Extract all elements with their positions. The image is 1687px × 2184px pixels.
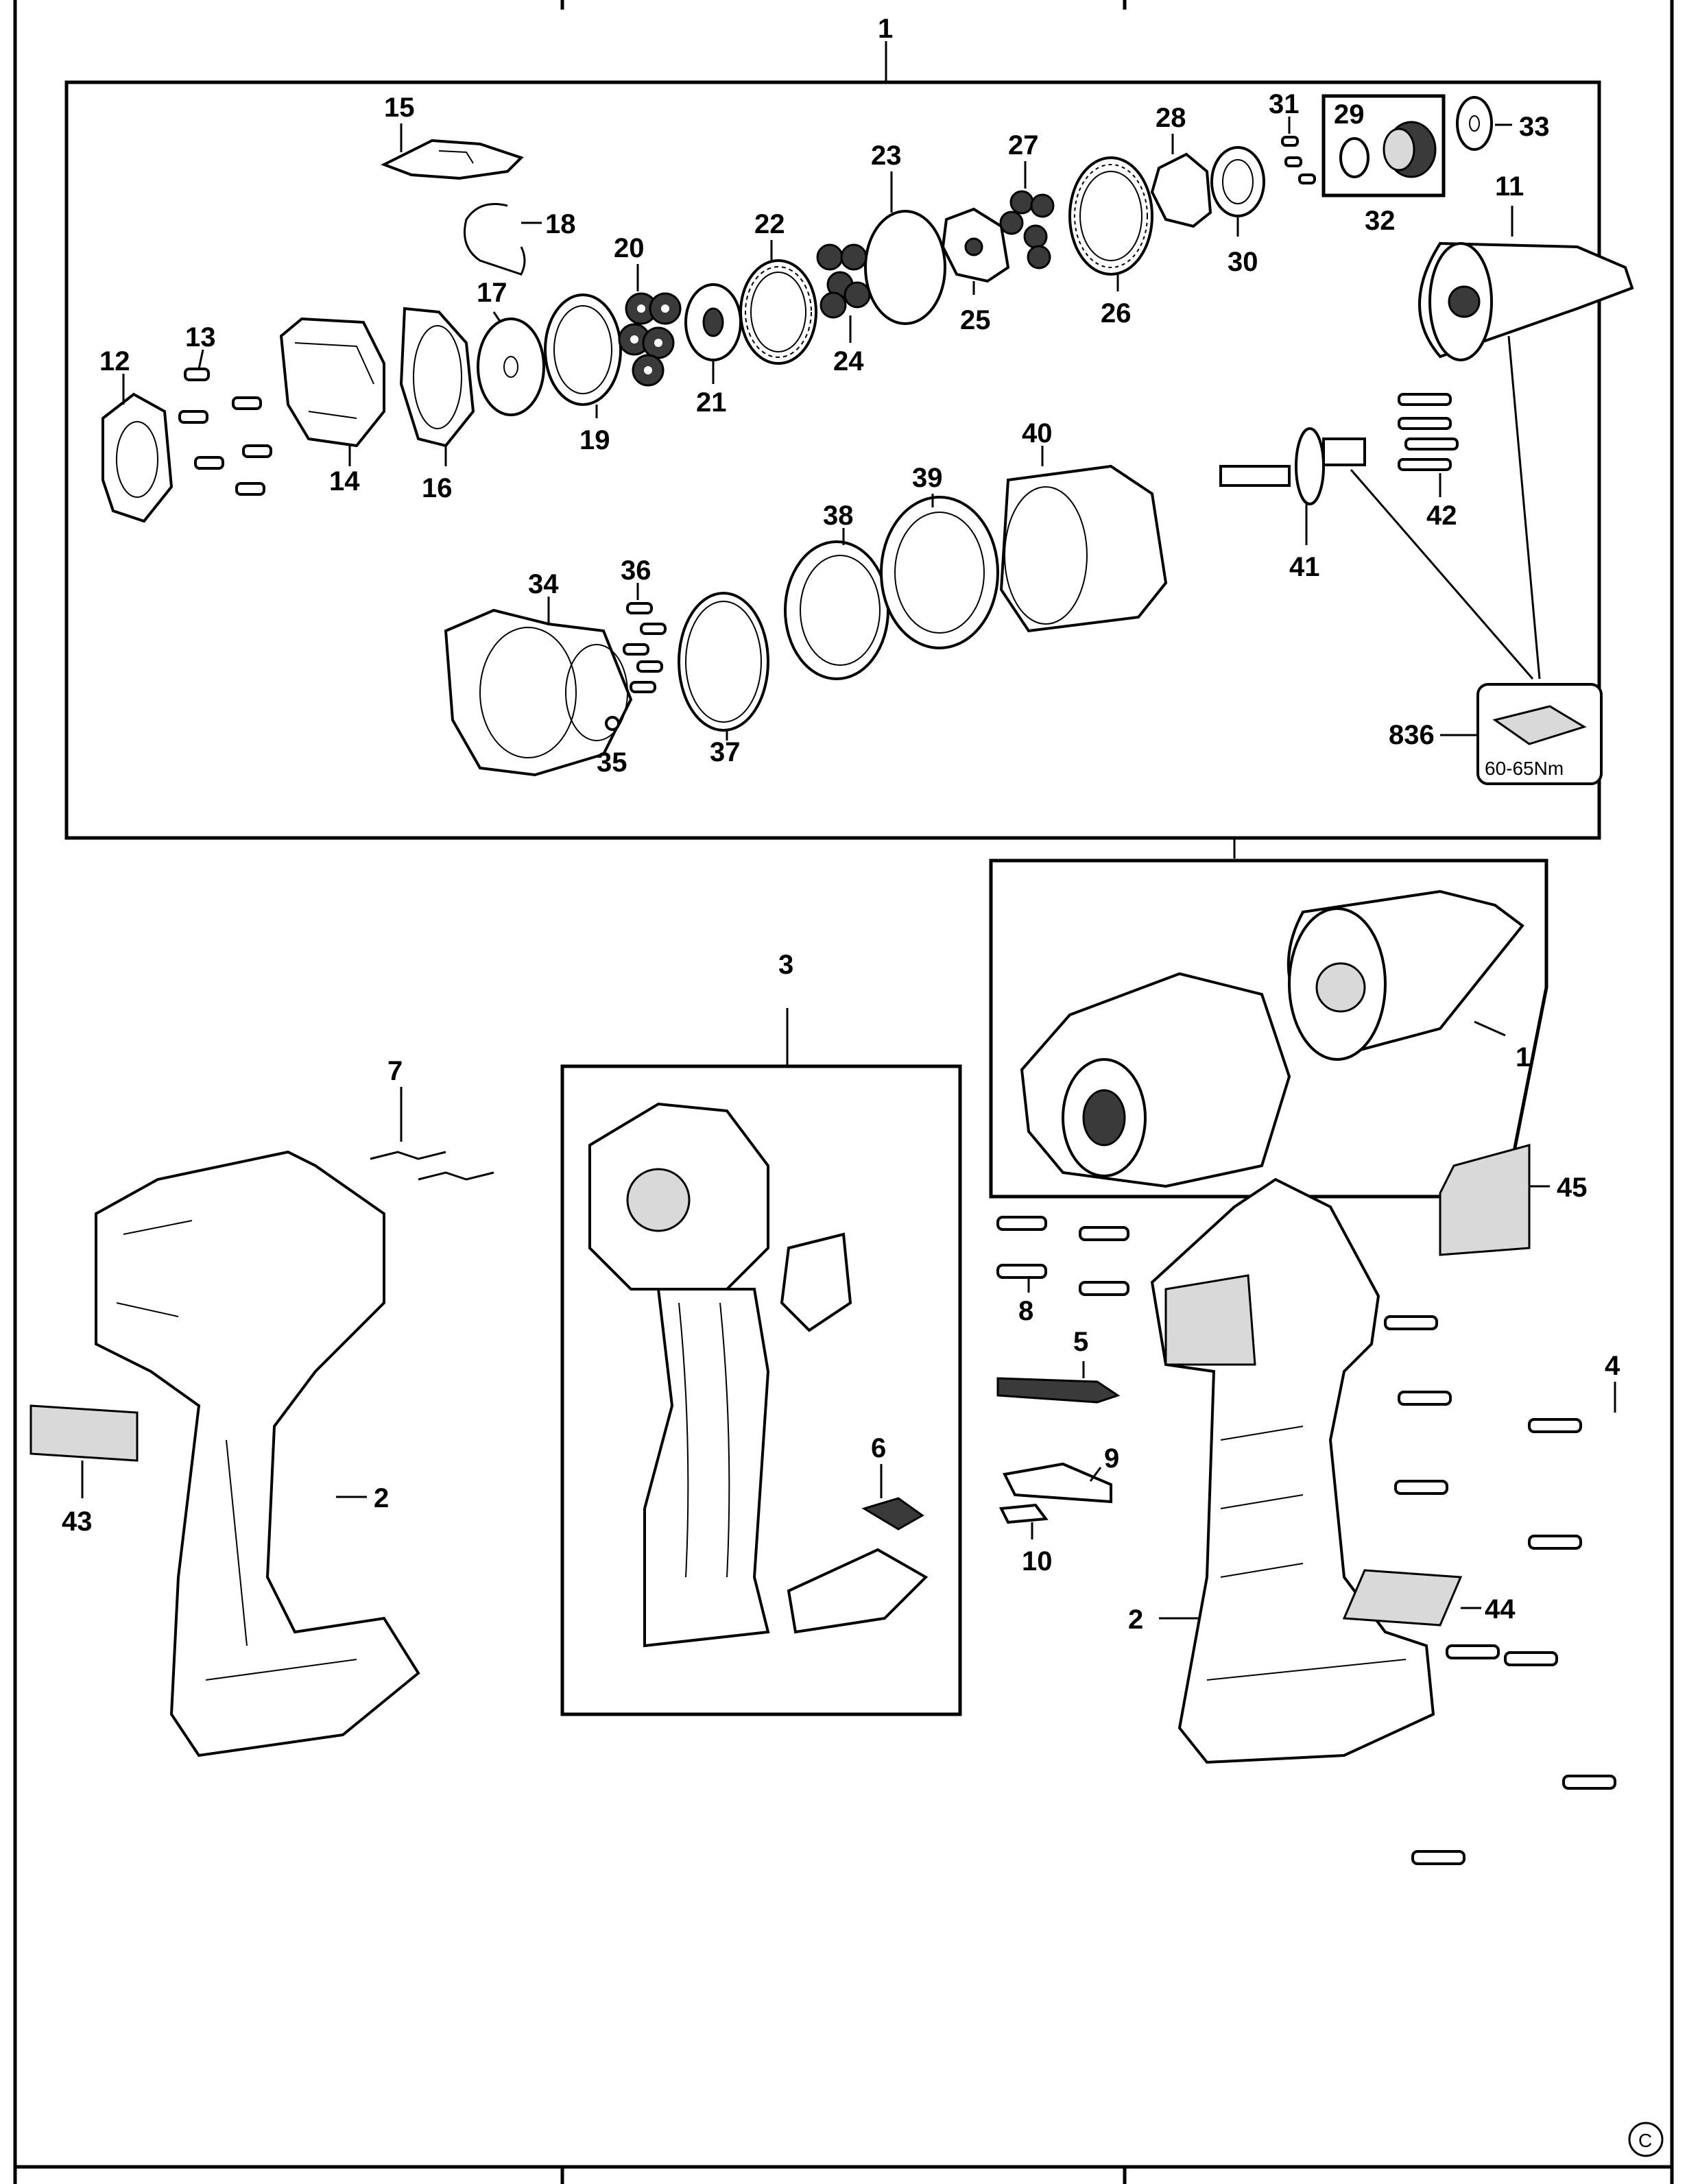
callout-1-assembled: 1 bbox=[1516, 1042, 1531, 1072]
part-17-washer bbox=[477, 311, 545, 416]
assembled-gearbox-box bbox=[989, 859, 1548, 1199]
gearbox-assembly-panel bbox=[64, 41, 1601, 859]
part-21-planet-carrier bbox=[684, 283, 742, 384]
housing-left-half bbox=[95, 1150, 420, 1757]
callout-33: 33 bbox=[1519, 112, 1550, 142]
part-18-spring-clip bbox=[464, 203, 542, 276]
part-43-label bbox=[29, 1404, 139, 1498]
part-28-output-carrier bbox=[1150, 134, 1212, 228]
callout-23: 23 bbox=[871, 141, 902, 171]
callout-27: 27 bbox=[1008, 130, 1039, 160]
part-9-10-switch-parts bbox=[998, 1462, 1112, 1539]
callout-1: 1 bbox=[878, 14, 893, 44]
part-15-clip bbox=[381, 123, 524, 180]
part-4-screws bbox=[1384, 1315, 1616, 1865]
part-13-screws bbox=[178, 349, 272, 496]
callout-43: 43 bbox=[62, 1507, 93, 1537]
part-41-spindle bbox=[1219, 427, 1366, 545]
callout-40: 40 bbox=[1022, 418, 1053, 448]
part-5-switch bbox=[996, 1361, 1121, 1404]
callout-39: 39 bbox=[912, 463, 943, 493]
callout-19: 19 bbox=[579, 425, 610, 455]
part-7-springs bbox=[370, 1087, 494, 1181]
callout-12: 12 bbox=[99, 346, 130, 376]
part-12-end-plate bbox=[101, 374, 174, 523]
callout-42: 42 bbox=[1426, 501, 1457, 531]
part-16-ring-carrier bbox=[399, 307, 475, 466]
callout-36: 36 bbox=[621, 555, 651, 586]
callout-18: 18 bbox=[545, 209, 576, 239]
motor-assembly-box bbox=[560, 1008, 962, 1716]
part-34-clutch-housing bbox=[444, 597, 633, 777]
callout-26: 26 bbox=[1101, 298, 1132, 328]
callout-3: 3 bbox=[778, 950, 793, 980]
page-frame bbox=[13, 0, 1674, 2184]
callout-17: 17 bbox=[477, 278, 507, 308]
callout-836: 836 bbox=[1389, 720, 1435, 750]
callout-4: 4 bbox=[1605, 1351, 1620, 1381]
part-14-gear-housing bbox=[279, 317, 385, 466]
part-40-adjusting-collar bbox=[999, 446, 1168, 633]
part-8-screws bbox=[996, 1216, 1129, 1296]
callout-2-left: 2 bbox=[374, 1483, 389, 1513]
part-29-32-detail-box bbox=[1321, 94, 1446, 197]
callout-14: 14 bbox=[329, 466, 360, 496]
housing-right-half bbox=[1150, 1177, 1435, 1764]
part-19-ring-gear bbox=[544, 293, 622, 418]
part-27-planet-gears bbox=[999, 161, 1055, 269]
part-11-keyless-chuck bbox=[1418, 206, 1634, 361]
callout-25: 25 bbox=[960, 305, 991, 335]
callout-29: 29 bbox=[1334, 99, 1365, 130]
callout-13: 13 bbox=[185, 322, 216, 352]
callout-8: 8 bbox=[1018, 1296, 1033, 1326]
leader-lines-836 bbox=[1350, 335, 1603, 785]
callout-44: 44 bbox=[1485, 1594, 1516, 1624]
part-44-45-labels bbox=[1342, 1144, 1550, 1627]
callout-34: 34 bbox=[528, 569, 559, 599]
callout-6: 6 bbox=[871, 1433, 886, 1463]
callout-31: 31 bbox=[1269, 89, 1300, 119]
callout-41: 41 bbox=[1289, 552, 1320, 582]
part-39-clutch-spring-ring bbox=[880, 494, 999, 649]
callout-22: 22 bbox=[754, 209, 785, 239]
callout-32: 32 bbox=[1365, 206, 1396, 236]
callout-38: 38 bbox=[823, 501, 854, 531]
copyright-symbol: C bbox=[1628, 2122, 1664, 2157]
callout-15: 15 bbox=[384, 93, 415, 123]
callout-5: 5 bbox=[1073, 1327, 1088, 1357]
part-20-planet-gears bbox=[618, 264, 682, 387]
part-35-36-pins bbox=[605, 583, 667, 731]
part-38-clutch-ring bbox=[784, 528, 889, 680]
copyright-letter: C bbox=[1638, 2130, 1652, 2151]
callout-7: 7 bbox=[387, 1056, 403, 1086]
part-33-washer bbox=[1456, 96, 1512, 151]
callout-labels: 1 15 18 20 22 23 27 28 31 29 33 32 30 11… bbox=[62, 14, 1620, 1635]
callout-21: 21 bbox=[696, 387, 727, 418]
part-22-ring-gear bbox=[739, 240, 817, 365]
part-26-ring-gear bbox=[1068, 156, 1153, 291]
callout-11: 11 bbox=[1495, 171, 1524, 202]
callout-2-right: 2 bbox=[1128, 1605, 1143, 1635]
callout-45: 45 bbox=[1557, 1173, 1588, 1203]
callout-10: 10 bbox=[1022, 1546, 1053, 1576]
callout-37: 37 bbox=[710, 737, 741, 767]
part-24-planet-gears bbox=[816, 243, 871, 343]
callout-16: 16 bbox=[422, 473, 453, 503]
part-42-pins bbox=[1398, 393, 1459, 497]
torque-spec-label: 60-65Nm bbox=[1485, 758, 1564, 779]
callout-30: 30 bbox=[1228, 247, 1258, 277]
callout-35: 35 bbox=[597, 747, 627, 778]
callout-9: 9 bbox=[1104, 1443, 1119, 1474]
part-30-ring bbox=[1210, 146, 1265, 237]
callout-20: 20 bbox=[614, 233, 645, 263]
part-25-planet-carrier bbox=[941, 207, 1010, 295]
part-31-pins bbox=[1281, 117, 1316, 184]
callout-24: 24 bbox=[833, 346, 864, 376]
callout-28: 28 bbox=[1156, 103, 1186, 133]
part-23-shim-plate bbox=[864, 171, 946, 325]
part-37-o-ring bbox=[678, 592, 769, 741]
